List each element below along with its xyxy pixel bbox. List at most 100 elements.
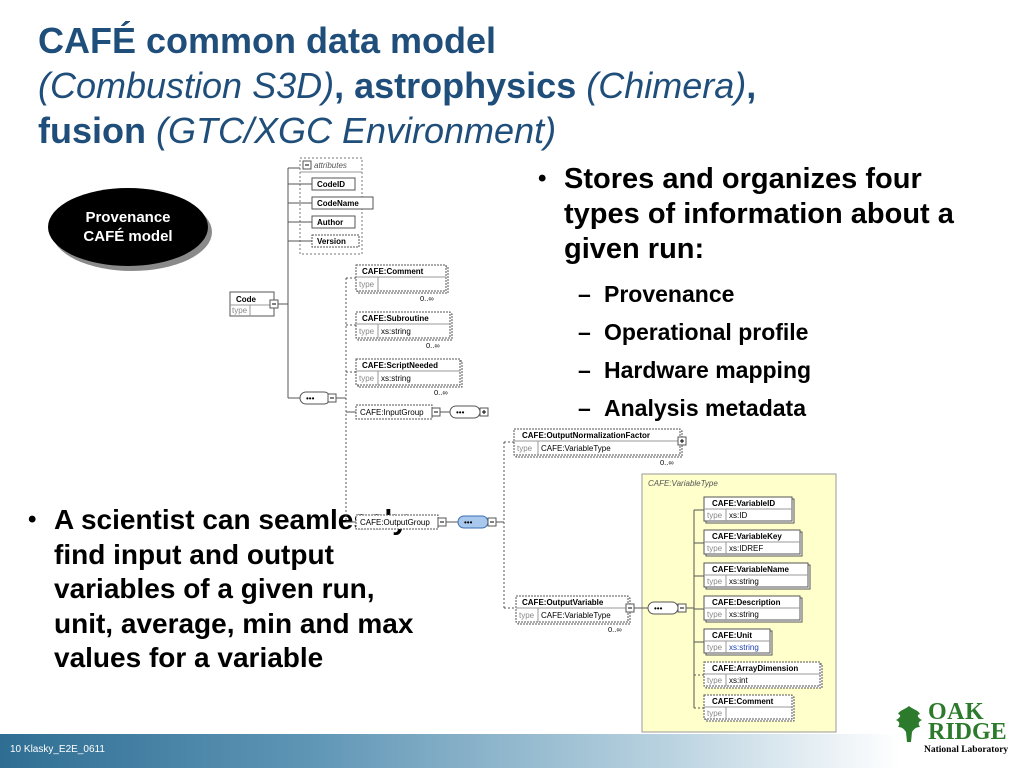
sequence-compositor-vartype: •••	[647, 601, 687, 615]
svg-text:•••: •••	[654, 604, 663, 613]
sequence-compositor-1: •••	[299, 391, 337, 405]
title-comma: ,	[746, 65, 757, 106]
svg-text:Version: Version	[317, 237, 346, 246]
svg-text:xs:string: xs:string	[729, 610, 759, 619]
svg-text:CAFE:VariableID: CAFE:VariableID	[712, 499, 775, 508]
title-gtc: (GTC/XGC Environment)	[156, 110, 557, 151]
svg-text:CAFE:ArrayDimension: CAFE:ArrayDimension	[712, 664, 798, 673]
svg-text:CAFE:Subroutine: CAFE:Subroutine	[362, 314, 429, 323]
sub-bullet-operational: Operational profile	[564, 313, 1004, 351]
sub-bullet-analysis: Analysis metadata	[564, 389, 1004, 427]
element-scriptneeded: CAFE:ScriptNeeded type xs:string 0..∞	[355, 358, 463, 397]
code-element: Code type	[229, 291, 279, 317]
svg-text:•••: •••	[306, 394, 315, 403]
vartype-variableid: CAFE:VariableID type xs:ID	[694, 496, 795, 524]
footer-text: 10 Klasky_E2E_0611	[10, 744, 105, 755]
svg-text:CAFE:OutputVariable: CAFE:OutputVariable	[522, 598, 604, 607]
callout-line1: Provenance	[85, 209, 171, 226]
svg-text:CAFE:VariableName: CAFE:VariableName	[712, 565, 789, 574]
logo-line2: RIDGE	[928, 719, 1007, 745]
svg-text:0..∞: 0..∞	[420, 294, 434, 303]
svg-text:CAFE:OutputNormalizationFactor: CAFE:OutputNormalizationFactor	[522, 431, 650, 440]
svg-text:Code: Code	[236, 295, 257, 304]
sub-bullet-provenance: Provenance	[564, 275, 1004, 313]
svg-text:type: type	[359, 374, 375, 383]
svg-text:xs:string: xs:string	[729, 643, 759, 652]
title-line1: CAFÉ common data model	[38, 20, 497, 61]
svg-text:type: type	[232, 306, 248, 315]
slide-title: CAFÉ common data model(Combustion S3D), …	[38, 18, 998, 153]
svg-text:type: type	[707, 511, 723, 520]
svg-text:•••: •••	[464, 518, 473, 527]
vartype-arraydimension: CAFE:ArrayDimension type xs:int	[694, 661, 823, 689]
input-group: CAFE:InputGroup •••	[355, 404, 489, 420]
svg-text:CAFE:VariableType: CAFE:VariableType	[541, 611, 611, 620]
variable-type-label: CAFE:VariableType	[648, 479, 718, 488]
svg-text:type: type	[707, 544, 723, 553]
oak-leaf-icon	[896, 706, 922, 742]
attribute-codename: CodeName	[311, 196, 374, 210]
svg-text:type: type	[707, 577, 723, 586]
vartype-description: CAFE:Description type xs:string	[694, 595, 803, 623]
svg-text:•••: •••	[456, 408, 465, 417]
svg-text:xs:IDREF: xs:IDREF	[729, 544, 763, 553]
svg-text:type: type	[707, 643, 723, 652]
element-output-normalization-factor: CAFE:OutputNormalizationFactor type CAFE…	[513, 428, 687, 467]
output-group: CAFE:OutputGroup •••	[355, 514, 497, 530]
svg-text:CAFE:VariableKey: CAFE:VariableKey	[712, 532, 782, 541]
sub-bullet-hardware: Hardware mapping	[564, 351, 1004, 389]
svg-text:CAFE:Unit: CAFE:Unit	[712, 631, 752, 640]
provenance-callout: Provenance CAFÉ model	[48, 188, 208, 266]
vartype-unit: CAFE:Unit type xs:string	[694, 628, 773, 656]
svg-text:CAFE:Description: CAFE:Description	[712, 598, 781, 607]
title-fusion: fusion	[38, 110, 146, 151]
svg-text:xs:string: xs:string	[729, 577, 759, 586]
svg-text:type: type	[517, 444, 533, 453]
sub-bullet-list: Provenance Operational profile Hardware …	[564, 275, 1004, 427]
svg-text:xs:int: xs:int	[729, 676, 748, 685]
svg-text:0..∞: 0..∞	[426, 341, 440, 350]
title-astro: , astrophysics	[334, 65, 577, 106]
attributes-label: attributes	[314, 161, 347, 170]
right-bullet-list: Stores and organizes four types of infor…	[534, 161, 1004, 427]
left-bullet: A scientist can seamlessly find input an…	[22, 503, 422, 676]
svg-text:type: type	[707, 709, 723, 718]
svg-text:type: type	[707, 676, 723, 685]
svg-text:xs:string: xs:string	[381, 374, 411, 383]
right-bullet-text: Stores and organizes four types of infor…	[564, 163, 954, 265]
svg-text:type: type	[519, 611, 535, 620]
element-subroutine: CAFE:Subroutine type xs:string 0..∞	[355, 311, 453, 350]
attribute-version: Version	[311, 234, 360, 248]
svg-text:CAFE:InputGroup: CAFE:InputGroup	[360, 408, 424, 417]
svg-text:CAFE:Comment: CAFE:Comment	[712, 697, 774, 706]
svg-text:Author: Author	[317, 218, 343, 227]
svg-text:CodeID: CodeID	[317, 180, 345, 189]
svg-text:CAFE:VariableType: CAFE:VariableType	[541, 444, 611, 453]
oak-ridge-logo: OAK RIDGE National Laboratory	[892, 699, 1008, 755]
footer-bar	[0, 734, 1024, 768]
logo-line3: National Laboratory	[924, 745, 1009, 755]
vartype-variablename: CAFE:VariableName type xs:string	[694, 562, 811, 590]
svg-text:0..∞: 0..∞	[660, 458, 674, 467]
svg-text:type: type	[359, 280, 375, 289]
element-output-variable: CAFE:OutputVariable type CAFE:VariableTy…	[515, 595, 635, 634]
title-chimera: (Chimera)	[586, 65, 747, 106]
vartype-comment: CAFE:Comment type	[694, 694, 795, 722]
svg-text:CAFE:Comment: CAFE:Comment	[362, 267, 424, 276]
svg-text:xs:string: xs:string	[381, 327, 411, 336]
right-bullet: Stores and organizes four types of infor…	[534, 161, 1004, 427]
svg-text:CodeName: CodeName	[317, 199, 359, 208]
svg-text:0..∞: 0..∞	[608, 625, 622, 634]
vartype-variablekey: CAFE:VariableKey type xs:IDREF	[694, 529, 803, 557]
element-comment: CAFE:Comment type 0..∞	[355, 264, 449, 303]
svg-text:CAFE:OutputGroup: CAFE:OutputGroup	[360, 518, 430, 527]
svg-text:type: type	[359, 327, 375, 336]
attribute-author: Author	[311, 215, 356, 229]
attribute-codeid: CodeID	[311, 177, 356, 191]
callout-line2: CAFÉ model	[83, 228, 173, 245]
left-bullet-list: A scientist can seamlessly find input an…	[22, 503, 422, 676]
svg-text:0..∞: 0..∞	[434, 388, 448, 397]
logo-line1: OAK	[928, 699, 985, 725]
svg-text:type: type	[707, 610, 723, 619]
